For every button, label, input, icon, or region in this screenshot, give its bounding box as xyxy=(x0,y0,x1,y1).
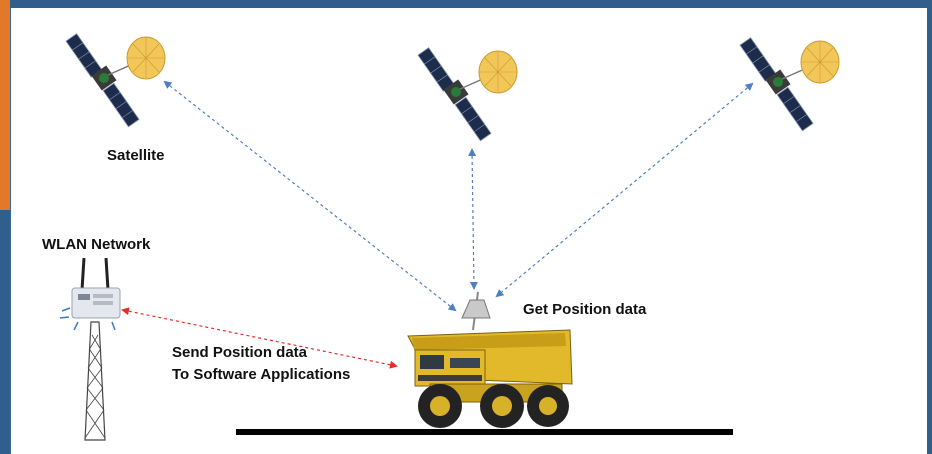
get-position-label: Get Position data xyxy=(523,301,647,318)
satellite-link-center xyxy=(468,148,478,290)
send-position-line2: To Software Applications xyxy=(172,366,351,383)
wlan-router-icon xyxy=(59,257,121,331)
satellite-icon xyxy=(65,31,166,129)
ground-line xyxy=(236,429,733,435)
wlan-network-label: WLAN Network xyxy=(42,236,151,253)
send-position-line1: Send Position data xyxy=(172,344,308,361)
satellite-link-right xyxy=(495,82,754,298)
antenna-tower-icon xyxy=(84,321,106,441)
satellite-label: Satellite xyxy=(107,147,165,164)
dump-truck-icon xyxy=(407,291,573,428)
accent-tab xyxy=(0,0,10,210)
satellite-link-left xyxy=(163,80,457,312)
satellite-icon xyxy=(739,35,840,133)
satellite-icon xyxy=(417,45,518,143)
send-position-label: Send Position data To Software Applicati… xyxy=(172,342,350,386)
network-link xyxy=(121,307,398,369)
